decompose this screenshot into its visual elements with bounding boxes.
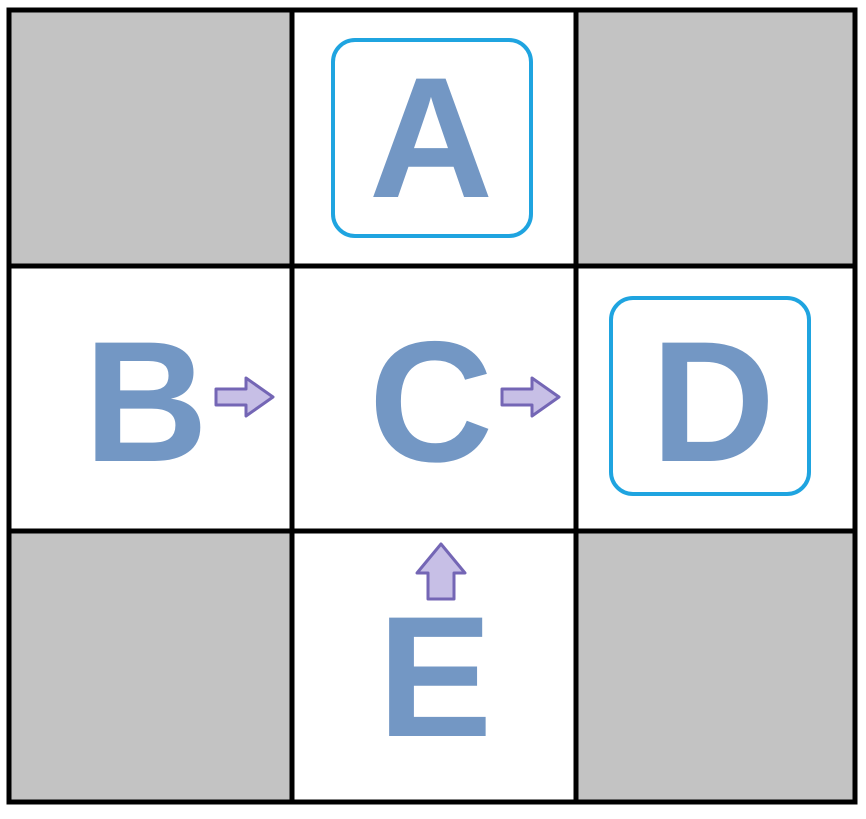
blocked-cell-top-left: [9, 10, 292, 266]
highlight-box-d: [609, 296, 811, 496]
blocked-cell-top-right: [576, 10, 855, 266]
arrow-e-to-c: [415, 542, 467, 601]
arrow-right-icon: [214, 376, 275, 418]
arrow-c-to-d: [500, 376, 561, 418]
grid-border: [6, 7, 858, 805]
blocked-cell-bottom-right: [576, 531, 855, 802]
cell-label-a: A: [369, 42, 493, 234]
arrow-right-icon: [500, 376, 561, 418]
cell-label-c: C: [369, 306, 493, 498]
cell-label-d: D: [651, 306, 775, 498]
blocked-cell-bottom-left: [9, 531, 292, 802]
grid-lines: [6, 7, 858, 805]
arrow-up-icon: [415, 542, 467, 601]
arrow-b-to-c: [214, 376, 275, 418]
cell-label-b: B: [84, 306, 208, 498]
highlight-box-a: [331, 38, 533, 238]
cell-label-e: E: [378, 581, 493, 773]
